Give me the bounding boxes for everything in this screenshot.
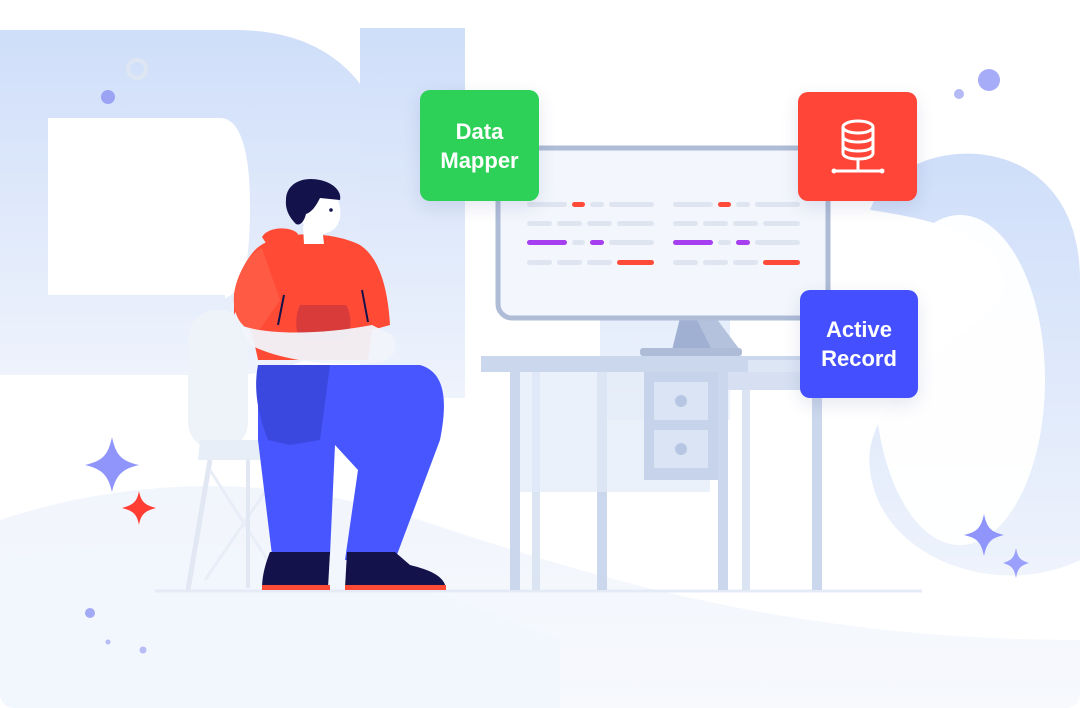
decor-dot xyxy=(978,69,1000,91)
active-record-card: Active Record xyxy=(800,290,918,398)
data-mapper-line1: Data xyxy=(455,118,504,144)
decor-dot xyxy=(85,608,95,618)
desk xyxy=(481,356,848,590)
sparkle-icon xyxy=(85,437,139,492)
data-mapper-line2: Mapper xyxy=(440,147,519,173)
decor-dot xyxy=(105,639,111,645)
decor-dot xyxy=(954,89,964,99)
person xyxy=(233,178,446,590)
screen-code xyxy=(527,202,800,265)
decor-ring xyxy=(126,58,148,80)
sparkle-icon xyxy=(122,491,156,525)
sparkle-icon xyxy=(1003,548,1029,578)
monitor xyxy=(495,145,831,356)
database-card xyxy=(798,92,917,201)
active-record-line2: Record xyxy=(821,346,897,371)
decor-dot xyxy=(101,90,115,104)
decor-dot xyxy=(139,646,147,654)
database-icon xyxy=(831,119,884,173)
data-mapper-card: Data Mapper xyxy=(420,90,539,201)
sparkle-icon xyxy=(964,514,1004,556)
active-record-line1: Active xyxy=(825,317,893,342)
